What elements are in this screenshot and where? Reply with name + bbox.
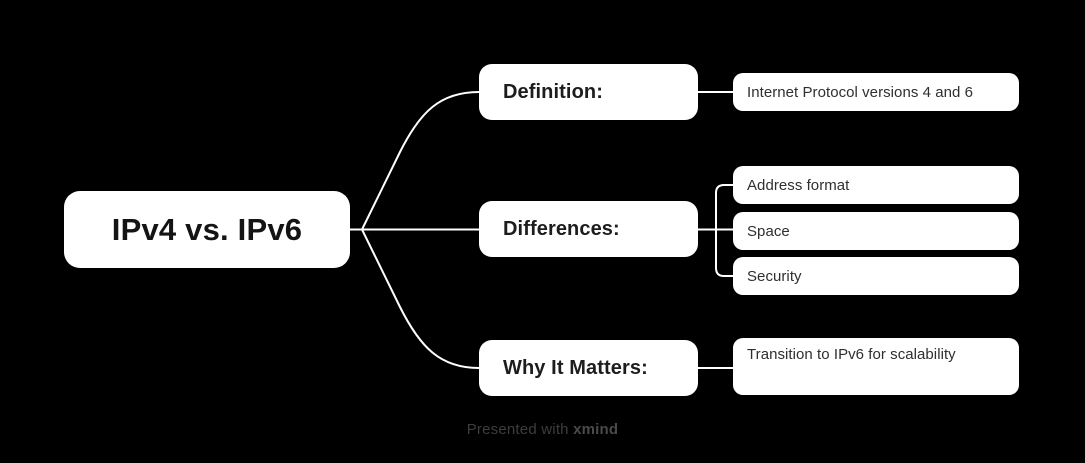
root-node[interactable]: IPv4 vs. IPv6 bbox=[64, 191, 350, 268]
branch-node-label: Differences: bbox=[503, 217, 620, 240]
leaf-node[interactable]: Transition to IPv6 for scalability bbox=[733, 338, 1019, 395]
leaf-node-label: Address format bbox=[747, 176, 850, 194]
branch-node-label: Definition: bbox=[503, 80, 603, 103]
root-node-label: IPv4 vs. IPv6 bbox=[111, 211, 303, 247]
branch-node-label: Why It Matters: bbox=[503, 356, 648, 379]
footer-brand: xmind bbox=[573, 421, 619, 438]
leaf-node[interactable]: Address format bbox=[733, 166, 1019, 204]
leaf-node-label: Space bbox=[747, 222, 790, 240]
leaf-node[interactable]: Space bbox=[733, 212, 1019, 250]
connector-differences-leaf-2 bbox=[715, 229, 733, 277]
branch-node-differences[interactable]: Differences: bbox=[479, 201, 698, 257]
footer-prefix: Presented with bbox=[466, 421, 574, 438]
connector-differences-leaf-0 bbox=[715, 184, 733, 230]
branch-node-definition[interactable]: Definition: bbox=[479, 64, 698, 120]
leaf-node[interactable]: Security bbox=[733, 257, 1019, 295]
leaf-node-label: Internet Protocol versions 4 and 6 bbox=[747, 83, 973, 101]
leaf-node[interactable]: Internet Protocol versions 4 and 6 bbox=[733, 73, 1019, 111]
branch-node-why-it-matters[interactable]: Why It Matters: bbox=[479, 340, 698, 396]
connector-to-definition bbox=[361, 91, 480, 230]
connector-to-why bbox=[361, 229, 480, 369]
footer-attribution: Presented with xmind bbox=[0, 421, 1085, 438]
leaf-node-label: Security bbox=[747, 267, 802, 285]
leaf-node-label: Transition to IPv6 for scalability bbox=[747, 346, 956, 363]
